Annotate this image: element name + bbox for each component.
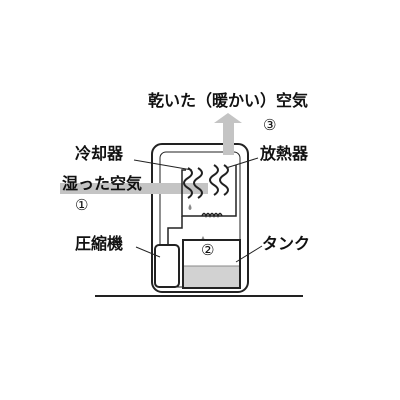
tank-water [184,266,239,287]
expansion-valve [201,212,223,219]
humid-air-number: ① [75,196,89,214]
tank-number: ② [201,241,215,259]
leader-line-cooler [133,159,193,171]
humid-air-label: 湿った空気 [62,174,143,193]
cooler-coil [183,167,193,199]
compressor-label: 圧縮機 [75,234,124,253]
radiator-coil [209,164,219,196]
leader-line-compressor [135,246,161,258]
humid-air-flow-band [60,183,208,194]
radiator-coil-inner [219,164,229,196]
cooler-coil-inner [193,167,203,199]
compressor-unit [154,244,180,288]
dry-air-label: 乾いた（暖かい）空気 [148,91,309,110]
dry-air-flow-arrow [214,113,242,155]
leader-line-radiator [225,157,259,169]
dry-air-number: ③ [263,116,277,134]
cooler-label: 冷却器 [75,144,124,163]
leader-line-tank [235,245,263,263]
radiator-label: 放熱器 [260,144,309,163]
water-drop [188,204,192,210]
compressor-pipe [167,216,183,246]
tank-label: タンク [262,234,311,253]
